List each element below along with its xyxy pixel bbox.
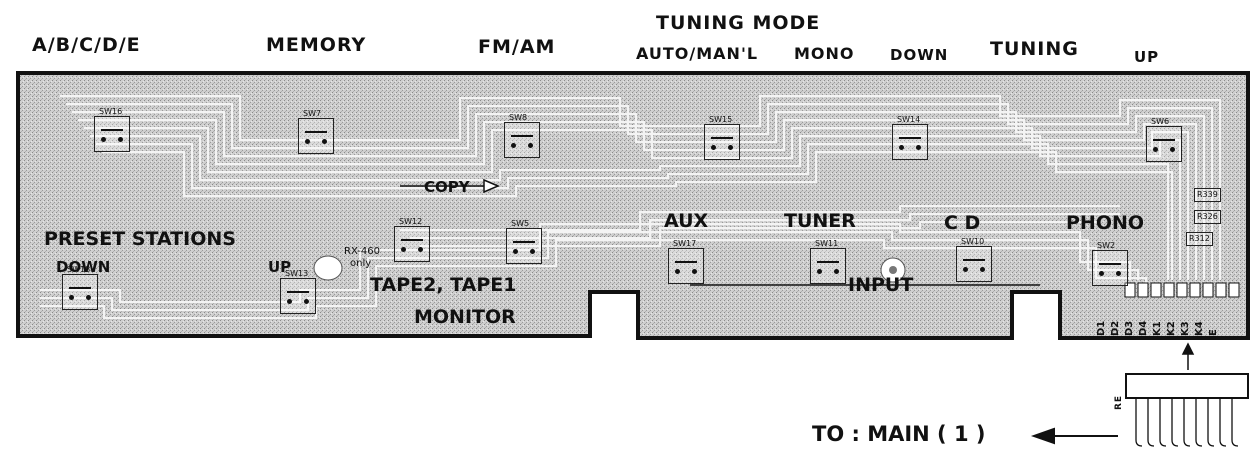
label-down: DOWN bbox=[890, 46, 949, 64]
connector-plug bbox=[1125, 373, 1249, 399]
connector-arrow bbox=[1181, 342, 1195, 370]
switch-sw6: SW6 bbox=[1146, 117, 1182, 162]
switch-sw14: SW14 bbox=[892, 115, 928, 160]
switch-sw16: SW16 bbox=[94, 107, 130, 152]
switch-sw8: SW8 bbox=[504, 113, 540, 158]
label-cd: C D bbox=[944, 212, 981, 234]
switch-sw11: SW11 bbox=[810, 239, 846, 284]
mounting-hole-left bbox=[313, 255, 343, 281]
switch-sw17: SW17 bbox=[668, 239, 704, 284]
destination-arrow bbox=[1030, 427, 1118, 445]
label-mono: MONO bbox=[794, 44, 855, 63]
label-fmam: FM/AM bbox=[478, 36, 556, 58]
pin-d4: D4 bbox=[1138, 320, 1149, 336]
label-preset-down: DOWN bbox=[56, 258, 111, 276]
pin-d1: D1 bbox=[1096, 320, 1107, 336]
resistor-r339: R339 bbox=[1194, 188, 1221, 202]
label-tape: TAPE2, TAPE1 bbox=[370, 274, 517, 296]
switch-sw7: SW7 bbox=[298, 109, 334, 154]
label-tuning: TUNING bbox=[990, 38, 1079, 60]
resistor-r312: R312 bbox=[1186, 232, 1213, 246]
label-phono: PHONO bbox=[1066, 212, 1145, 234]
switch-sw15: SW15 bbox=[704, 115, 740, 160]
label-aux: AUX bbox=[664, 210, 709, 232]
pin-k2: K2 bbox=[1166, 321, 1177, 336]
pin-k3: K3 bbox=[1180, 321, 1191, 336]
switch-sw5: SW5 bbox=[506, 219, 542, 264]
flat-cable bbox=[1135, 398, 1239, 447]
switch-sw10: SW10 bbox=[956, 237, 992, 282]
label-rx-only: only bbox=[350, 258, 372, 269]
label-rx-note: RX-460 bbox=[344, 246, 380, 257]
cable-label: RE bbox=[1114, 394, 1124, 410]
resistor-r326: R326 bbox=[1194, 210, 1221, 224]
label-tuner: TUNER bbox=[784, 210, 856, 232]
switch-sw13: SW13 bbox=[280, 269, 316, 314]
pin-d3: D3 bbox=[1124, 320, 1135, 336]
label-preset-up: UP bbox=[268, 258, 292, 276]
connector-pads bbox=[1124, 282, 1240, 298]
pcb-traces bbox=[40, 95, 1221, 319]
switch-sw18: SW18 bbox=[62, 265, 98, 310]
pin-e: E bbox=[1208, 329, 1219, 336]
label-auto-manl: AUTO/MAN'L bbox=[636, 44, 759, 63]
switch-sw12: SW12 bbox=[394, 217, 430, 262]
copy-arrow bbox=[400, 178, 500, 194]
pin-k4: K4 bbox=[1194, 321, 1205, 336]
switch-sw2: SW2 bbox=[1092, 241, 1128, 286]
label-preset-stations: PRESET STATIONS bbox=[44, 228, 236, 250]
label-abcde: A/B/C/D/E bbox=[32, 34, 141, 56]
label-tuning-mode: TUNING MODE bbox=[656, 12, 821, 34]
label-memory: MEMORY bbox=[266, 34, 367, 56]
label-copy: COPY bbox=[424, 178, 470, 196]
pin-k1: K1 bbox=[1152, 321, 1163, 336]
label-input: INPUT bbox=[848, 274, 914, 296]
pin-d2: D2 bbox=[1110, 320, 1121, 336]
label-monitor: MONITOR bbox=[414, 306, 516, 328]
destination-label: TO : MAIN ( 1 ) bbox=[812, 422, 986, 446]
label-up: UP bbox=[1134, 48, 1160, 66]
